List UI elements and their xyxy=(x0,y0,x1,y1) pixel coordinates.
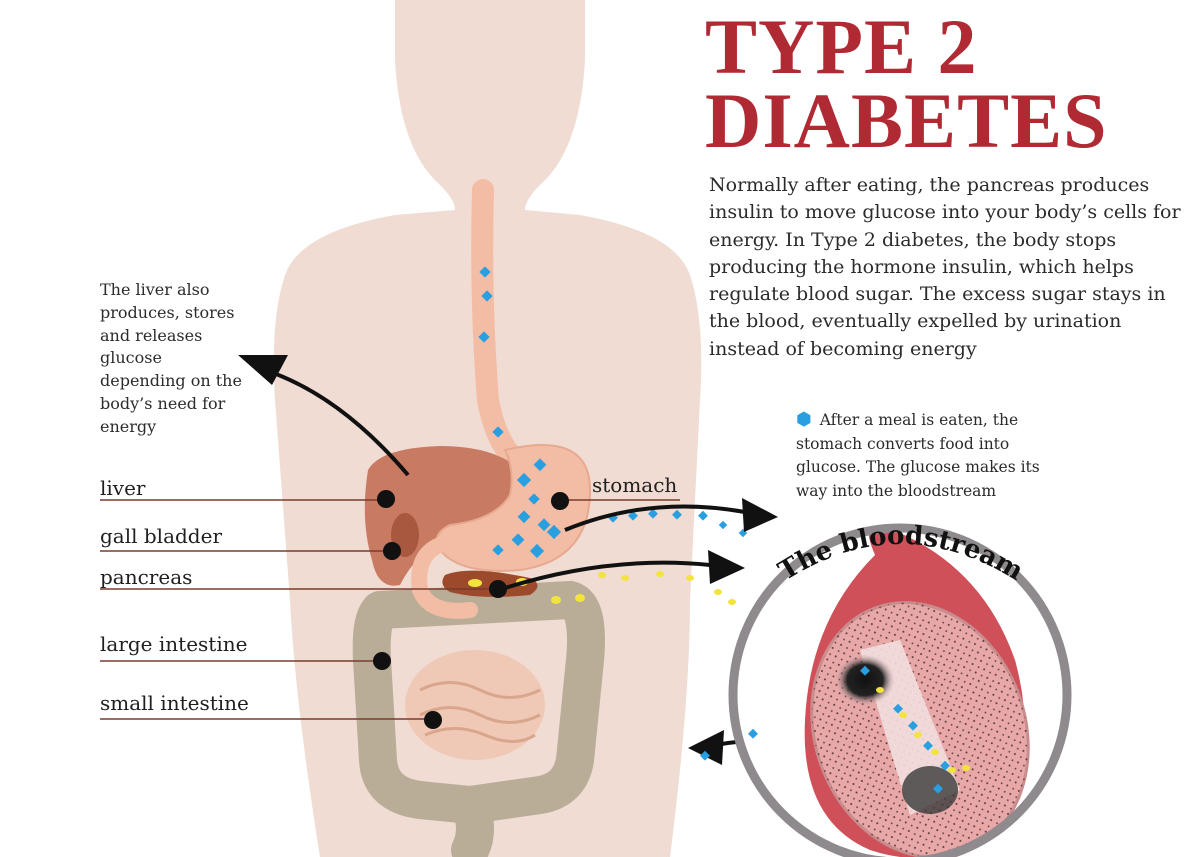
label-pancreas: pancreas xyxy=(100,565,193,589)
title-line-1: TYPE 2 xyxy=(705,3,978,90)
pancreas xyxy=(442,570,538,597)
liver-note: The liver also produces, stores and rele… xyxy=(100,280,242,436)
glucose-stream xyxy=(608,508,748,538)
esophagus xyxy=(471,179,526,471)
label-small-intestine: small intestine xyxy=(100,691,249,715)
small-intestine xyxy=(405,650,545,760)
label-large-intestine: large intestine xyxy=(100,632,248,656)
organ-markers xyxy=(373,490,569,729)
label-liver: liver xyxy=(100,476,146,500)
stomach xyxy=(435,444,592,572)
duodenum xyxy=(411,537,478,619)
leader-lines xyxy=(100,499,680,720)
meal-note-text: After a meal is eaten, the stomach conve… xyxy=(796,411,1040,500)
intro-paragraph: Normally after eating, the pancreas prod… xyxy=(709,174,1181,360)
label-stomach: stomach xyxy=(592,473,678,497)
label-gall-bladder: gall bladder xyxy=(100,524,223,548)
hexagon-icon: ⬢ xyxy=(796,409,812,430)
bloodstream-magnifier xyxy=(700,523,1072,857)
title-line-2: DIABETES xyxy=(705,77,1108,164)
large-intestine xyxy=(352,580,605,857)
meal-note: ⬢After a meal is eaten, the stomach conv… xyxy=(796,408,1056,503)
